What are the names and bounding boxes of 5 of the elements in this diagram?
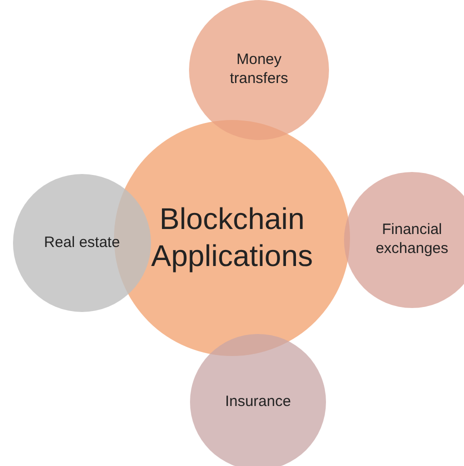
node-label: Financial exchanges — [374, 221, 450, 259]
node-label: Real estate — [43, 234, 121, 252]
node-label: Money transfers — [228, 51, 290, 89]
node-label: Blockchain Applications — [150, 202, 314, 275]
node-label: Insurance — [224, 392, 292, 412]
